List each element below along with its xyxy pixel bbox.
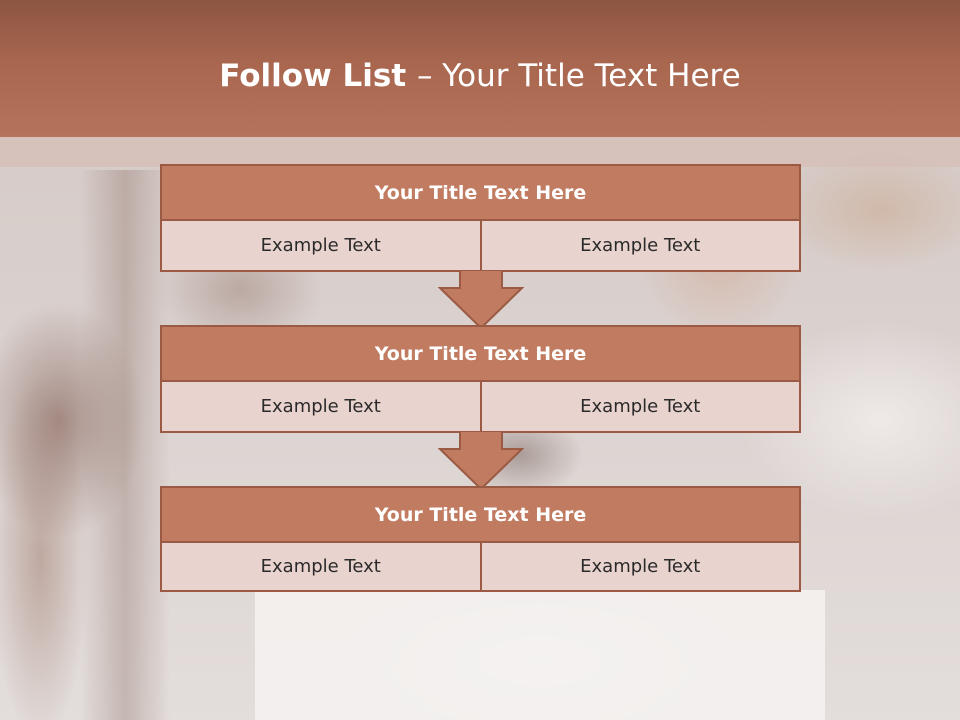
block-cell-right: Example Text	[479, 543, 799, 590]
background-laptop-screen	[255, 590, 825, 720]
block-title: Your Title Text Here	[162, 327, 799, 382]
block-title: Your Title Text Here	[162, 488, 799, 543]
block-row: Example Text Example Text	[162, 382, 799, 431]
down-arrow-icon	[438, 431, 524, 491]
background-photo-shade	[80, 170, 170, 720]
list-block-3: Your Title Text Here Example Text Exampl…	[160, 486, 801, 592]
block-cell-left: Example Text	[162, 221, 480, 270]
block-row: Example Text Example Text	[162, 543, 799, 590]
block-cell-left: Example Text	[162, 382, 480, 431]
slide-title-rest: Your Title Text Here	[442, 58, 741, 94]
header-band	[0, 0, 960, 137]
down-arrow-icon	[438, 270, 524, 330]
block-cell-right: Example Text	[479, 382, 799, 431]
block-cell-right: Example Text	[479, 221, 799, 270]
block-row: Example Text Example Text	[162, 221, 799, 270]
header-fade-band	[0, 137, 960, 167]
list-block-1: Your Title Text Here Example Text Exampl…	[160, 164, 801, 272]
list-block-2: Your Title Text Here Example Text Exampl…	[160, 325, 801, 433]
slide-title: Follow List – Your Title Text Here	[0, 52, 960, 102]
block-cell-left: Example Text	[162, 543, 480, 590]
slide-title-dash: –	[416, 58, 443, 94]
slide-title-bold: Follow List	[219, 58, 417, 94]
block-title: Your Title Text Here	[162, 166, 799, 221]
